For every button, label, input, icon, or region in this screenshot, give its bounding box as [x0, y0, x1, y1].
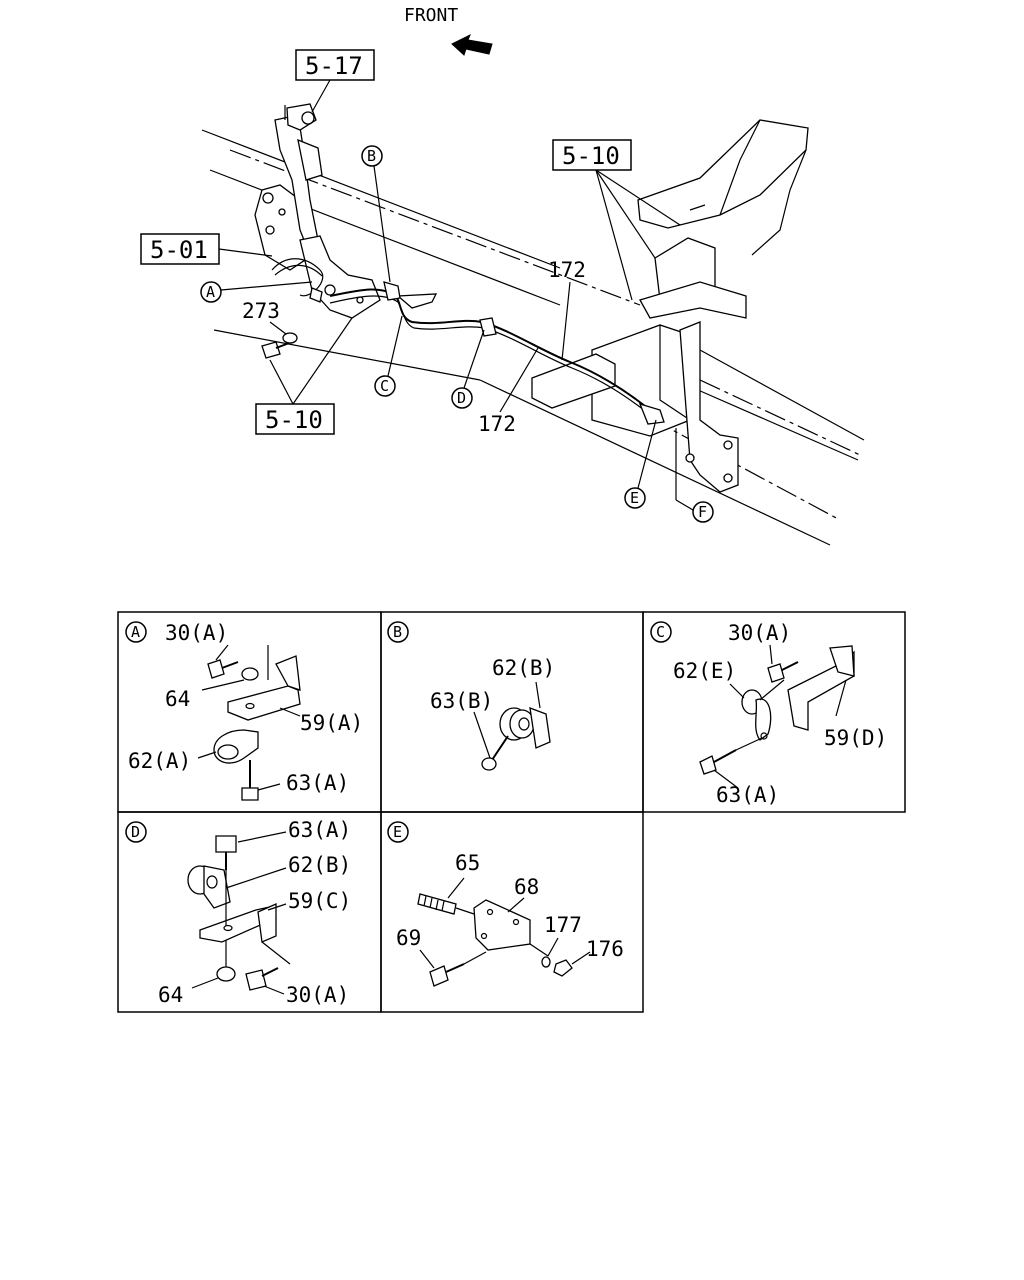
- svg-text:E: E: [393, 823, 402, 841]
- svg-text:30(A): 30(A): [165, 621, 228, 645]
- svg-text:63(A): 63(A): [286, 771, 349, 795]
- ref-box-5-10-bottom: 5-10: [255, 317, 353, 435]
- ref-box-5-17: 5-17: [295, 49, 375, 113]
- svg-text:B: B: [367, 147, 376, 165]
- detail-d: D 63(A) 62(B) 59(C) 64 30(A): [125, 818, 351, 1007]
- callout-d: D: [451, 329, 485, 409]
- svg-text:D: D: [457, 389, 466, 407]
- callout-b: B: [361, 145, 391, 283]
- callout-c: C: [374, 315, 403, 397]
- svg-text:63(A): 63(A): [716, 783, 779, 807]
- callout-a: A: [200, 281, 313, 303]
- svg-text:59(D): 59(D): [824, 726, 887, 750]
- ref-box-5-01: 5-01: [140, 233, 273, 265]
- callout-e: E: [624, 419, 657, 509]
- main-view: FRONT: [140, 5, 865, 546]
- front-label: FRONT: [404, 5, 458, 26]
- detail-c: C 30(A) 62(E) 59(D) 63(A): [650, 621, 887, 807]
- detail-e: E 65 68 177 69 176: [387, 821, 624, 987]
- svg-text:B: B: [393, 623, 402, 641]
- svg-text:C: C: [380, 377, 389, 395]
- svg-text:C: C: [656, 623, 665, 641]
- svg-text:5-10: 5-10: [562, 142, 620, 170]
- detail-a: A 30(A) 64 59(A) 62(A) 63(A): [125, 621, 363, 801]
- shift-cables: [329, 281, 665, 425]
- svg-text:63(B): 63(B): [430, 689, 493, 713]
- svg-text:30(A): 30(A): [286, 983, 349, 1007]
- front-arrow-icon: [451, 33, 493, 56]
- ref-box-5-10-top: 5-10: [552, 139, 681, 301]
- svg-text:64: 64: [158, 983, 183, 1007]
- part-172-top: 172: [548, 258, 586, 282]
- svg-text:63(A): 63(A): [288, 818, 351, 842]
- svg-text:A: A: [131, 623, 140, 641]
- svg-text:176: 176: [586, 937, 624, 961]
- svg-text:5-01: 5-01: [150, 236, 208, 264]
- svg-text:65: 65: [455, 851, 480, 875]
- svg-text:E: E: [630, 489, 639, 507]
- svg-text:177: 177: [544, 913, 582, 937]
- part-273: 273: [242, 299, 280, 323]
- svg-text:5-17: 5-17: [305, 52, 363, 80]
- svg-text:5-10: 5-10: [265, 406, 323, 434]
- svg-text:69: 69: [396, 926, 421, 950]
- frame-crossmember: [531, 119, 809, 493]
- svg-text:30(A): 30(A): [728, 621, 791, 645]
- svg-text:D: D: [131, 823, 140, 841]
- svg-text:64: 64: [165, 687, 190, 711]
- svg-text:62(A): 62(A): [128, 749, 191, 773]
- detail-grid: [117, 611, 906, 1013]
- svg-text:62(B): 62(B): [492, 656, 555, 680]
- part-172-bottom: 172: [478, 412, 516, 436]
- svg-text:59(C): 59(C): [288, 889, 351, 913]
- svg-text:68: 68: [514, 875, 539, 899]
- svg-text:F: F: [698, 503, 707, 521]
- svg-text:59(A): 59(A): [300, 711, 363, 735]
- lever-assembly: [254, 103, 381, 359]
- svg-text:A: A: [206, 283, 215, 301]
- detail-b: B 62(B) 63(B): [387, 621, 555, 771]
- svg-text:62(E): 62(E): [673, 659, 736, 683]
- svg-text:62(B): 62(B): [288, 853, 351, 877]
- callout-f: F: [675, 428, 714, 523]
